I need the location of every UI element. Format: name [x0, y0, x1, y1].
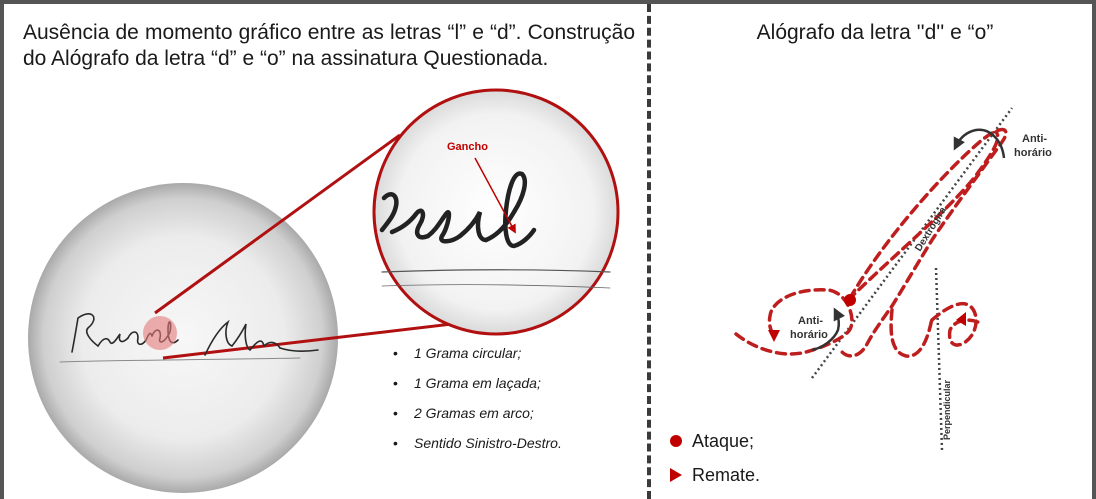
right-panel-title: Alógrafo da letra ''d'' e “o”: [756, 21, 994, 44]
anti-horario-left-label: Anti-horário: [790, 315, 828, 341]
signature-illustration: Gancho: [28, 88, 620, 493]
list-item: • 1 Grama circular;: [384, 343, 562, 373]
panel-divider: [647, 4, 651, 499]
bullet-icon: •: [393, 375, 398, 391]
hook-label: Gancho: [447, 141, 488, 153]
end-arrow-left: [768, 330, 780, 342]
allograph-strokes: [734, 128, 1008, 358]
attack-highlight: [143, 316, 177, 350]
zoom-circle: [372, 88, 620, 336]
list-item-text: 1 Grama em laçada;: [414, 375, 541, 391]
list-item-text: 1 Grama circular;: [414, 345, 522, 361]
legend-label: Remate.: [692, 464, 761, 485]
list-item: • 2 Gramas em arco;: [384, 403, 562, 433]
list-item: • Sentido Sinistro-Destro.: [384, 433, 562, 463]
list-item: • 1 Grama em laçada;: [384, 373, 562, 403]
counterclockwise-arrow-top: [953, 128, 1006, 159]
end-arrow-right: [956, 312, 966, 326]
left-panel-title: Ausência de momento gráfico entre as let…: [23, 21, 635, 70]
zoom-connector-top: [154, 133, 401, 315]
legend: Ataque; Remate.: [660, 424, 760, 492]
list-item-text: 2 Gramas em arco;: [414, 405, 534, 421]
legend-label: Ataque;: [692, 430, 755, 451]
bullet-icon: •: [393, 345, 398, 361]
allograph-diagram: Anti-horário Anti-horário Dextrogira Per…: [734, 107, 1052, 451]
zoomed-signature: [379, 171, 611, 289]
dextrogira-label: Dextrogira: [913, 205, 949, 254]
perpendicular-guideline: [934, 267, 944, 451]
feature-list: • 1 Grama circular; • 1 Grama em laçada; •…: [384, 343, 562, 463]
hook-arrow: [474, 157, 516, 234]
perpendicular-label: Perpendicular: [942, 379, 952, 440]
attack-point: [844, 294, 856, 306]
list-item-text: Sentido Sinistro-Destro.: [414, 435, 562, 451]
legend-item-attack: Ataque;: [660, 424, 760, 458]
magnifier-background-circle: [28, 183, 338, 493]
bullet-icon: •: [393, 405, 398, 421]
legend-item-finish: Remate.: [660, 458, 760, 492]
bullet-icon: •: [393, 435, 398, 451]
anti-horario-top-label: Anti-horário: [1014, 133, 1052, 159]
counterclockwise-arrow-left: [811, 307, 845, 352]
dot-icon: [660, 434, 692, 448]
triangle-icon: [660, 467, 692, 483]
